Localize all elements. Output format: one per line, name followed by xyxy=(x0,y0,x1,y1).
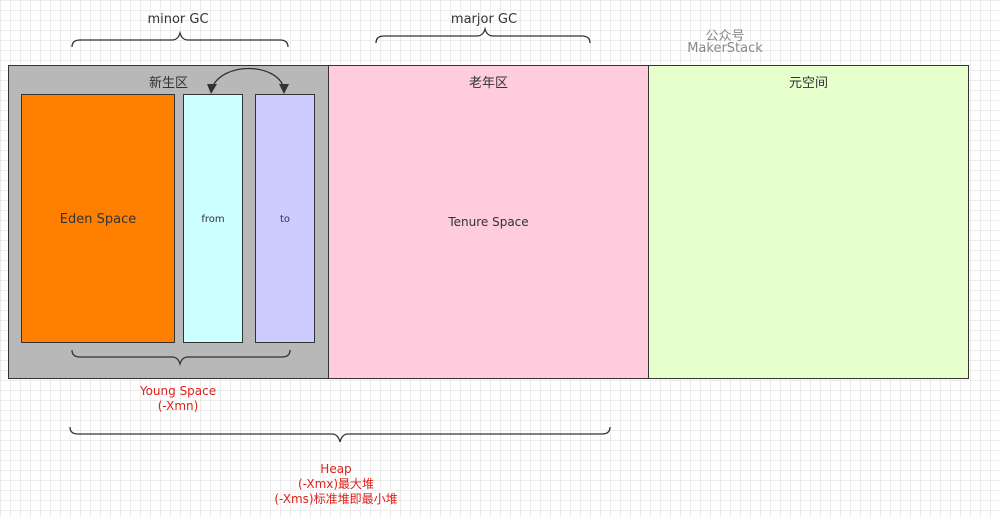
heap-annotation-line1: Heap xyxy=(320,462,352,476)
from-survivor-label: from xyxy=(201,214,225,225)
to-survivor-label: to xyxy=(279,214,291,225)
metaspace-region xyxy=(648,65,969,379)
from-survivor-box xyxy=(183,94,243,343)
eden-space-box xyxy=(21,94,175,343)
metaspace-title: 元空间 xyxy=(788,76,828,91)
heap-annotation-line3: (-Xms)标准堆即最小堆 xyxy=(274,492,398,506)
to-survivor-box xyxy=(255,94,315,343)
young-space-annotation-line1: Young Space xyxy=(139,384,217,398)
heap-annotation-line2: (-Xmx)最大堆 xyxy=(297,477,375,491)
eden-space-label: Eden Space xyxy=(59,212,137,227)
watermark-line1: 公众号 xyxy=(705,29,745,44)
minor-gc-brace xyxy=(71,30,289,48)
watermark-line2: MakerStack xyxy=(687,41,763,56)
major-gc-label: marjor GC xyxy=(450,12,518,27)
young-generation-title: 新生区 xyxy=(148,76,188,91)
old-generation-region xyxy=(328,65,649,379)
heap-brace xyxy=(69,426,611,443)
tenure-space-label: Tenure Space xyxy=(448,215,529,229)
young-space-annotation-line2: (-Xmn) xyxy=(157,399,199,413)
major-gc-brace xyxy=(375,26,591,44)
minor-gc-label: minor GC xyxy=(147,12,209,27)
old-generation-title: 老年区 xyxy=(468,76,508,91)
